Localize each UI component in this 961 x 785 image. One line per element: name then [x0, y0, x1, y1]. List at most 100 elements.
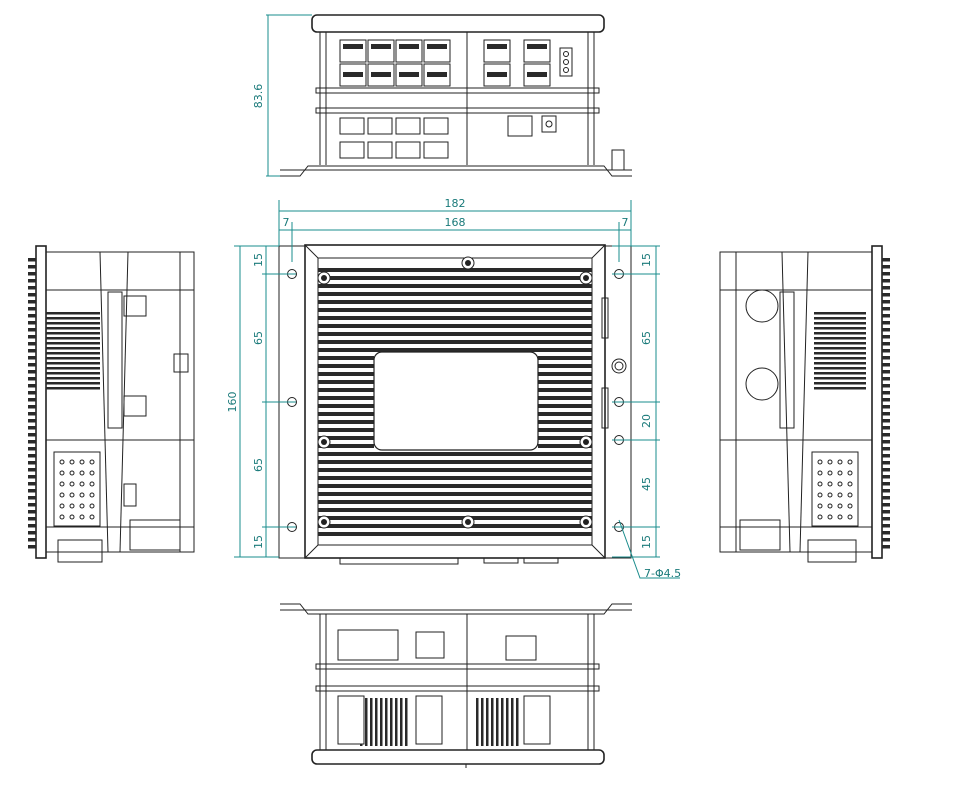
vent-hole — [69, 459, 75, 465]
fin — [318, 524, 592, 528]
fin — [538, 388, 592, 392]
screw-head — [465, 260, 471, 266]
vent-hole — [79, 459, 85, 465]
side-fin — [28, 377, 36, 381]
vent-hole — [817, 459, 823, 465]
vent-hole — [89, 503, 95, 509]
screw-head — [321, 519, 327, 525]
side-fin — [882, 377, 890, 381]
heatsink-fin — [814, 387, 866, 390]
rj45-port — [423, 141, 449, 159]
heatsink-fin — [511, 698, 514, 746]
sfp-slot — [343, 44, 363, 49]
side-fin — [28, 440, 36, 444]
heatsink-fin — [496, 698, 499, 746]
sfp-slot — [427, 44, 447, 49]
vent-hole — [89, 492, 95, 498]
dim-label-right-65: 65 — [640, 331, 653, 345]
side-fin — [28, 300, 36, 304]
fin — [538, 428, 592, 432]
vent-hole — [847, 481, 853, 487]
heatsink-fin — [814, 352, 866, 355]
side-fin — [28, 489, 36, 493]
fin — [318, 396, 374, 400]
screw-head — [321, 439, 327, 445]
side-fin — [882, 524, 890, 528]
side-fin — [882, 300, 890, 304]
fin — [318, 388, 374, 392]
heatsink-fin — [375, 698, 378, 746]
side-fin — [28, 426, 36, 430]
fin — [538, 436, 592, 440]
side-fin — [882, 342, 890, 346]
heatsink-fin — [814, 327, 866, 330]
side-fin — [882, 279, 890, 283]
vent-hole — [837, 492, 843, 498]
heatsink-fin — [814, 382, 866, 385]
fin — [318, 284, 592, 288]
dim-label-right-15-top: 15 — [640, 253, 653, 267]
side-fin — [28, 454, 36, 458]
side-fin — [882, 489, 890, 493]
side-fin — [882, 258, 890, 262]
side-fin — [882, 517, 890, 521]
screw-head — [321, 275, 327, 281]
heatsink-fin — [390, 698, 393, 746]
heatsink-fin — [814, 377, 866, 380]
side-fin — [28, 370, 36, 374]
fin — [538, 412, 592, 416]
sfp-slot — [427, 72, 447, 77]
side-fin — [882, 405, 890, 409]
side-fin — [28, 503, 36, 507]
fin — [318, 436, 374, 440]
fin — [318, 356, 374, 360]
vent-hole — [817, 503, 823, 509]
dim-left: 160 15 65 65 15 — [226, 245, 296, 558]
dim-label-left-65-b: 65 — [252, 458, 265, 472]
side-fin — [28, 524, 36, 528]
side-fin — [28, 405, 36, 409]
vent-hole — [79, 503, 85, 509]
vent-hole — [827, 481, 833, 487]
screw-head — [583, 275, 589, 281]
side-fin — [882, 468, 890, 472]
side-fin — [28, 398, 36, 402]
sfp-slot — [487, 44, 507, 49]
fin — [538, 420, 592, 424]
dim-height-top: 83.6 — [252, 14, 312, 177]
dim-label-7-left: 7 — [283, 216, 290, 229]
heatsink-fin — [486, 698, 489, 746]
heatsink-fin — [405, 698, 408, 746]
side-fin — [28, 496, 36, 500]
vent-hole — [817, 514, 823, 520]
sfp-cage — [339, 39, 367, 63]
vent-hole — [837, 459, 843, 465]
heatsink-fin — [46, 372, 100, 375]
fin — [318, 476, 592, 480]
heatsink-fin — [814, 312, 866, 315]
heatsink-fin — [46, 362, 100, 365]
heatsink-fin — [814, 367, 866, 370]
fin — [318, 468, 592, 472]
fin — [318, 268, 592, 272]
dim-right: 15 65 20 45 15 7-Φ4.5 — [612, 245, 681, 580]
fin — [318, 412, 374, 416]
fin — [318, 372, 374, 376]
heatsink-fin — [814, 337, 866, 340]
holes-note: 7-Φ4.5 — [644, 567, 681, 580]
side-fin — [28, 510, 36, 514]
side-fin — [882, 349, 890, 353]
sfp-slot — [487, 72, 507, 77]
right-side-view — [719, 245, 890, 563]
side-fin — [882, 545, 890, 549]
heatsink-fin — [385, 698, 388, 746]
heatsink-fin — [46, 342, 100, 345]
fin — [318, 364, 374, 368]
vent-hole — [69, 514, 75, 520]
heatsink-fin — [46, 367, 100, 370]
side-fin — [28, 384, 36, 388]
side-fin — [28, 531, 36, 535]
side-fin — [28, 321, 36, 325]
sfp-slot — [399, 72, 419, 77]
side-fin — [28, 328, 36, 332]
